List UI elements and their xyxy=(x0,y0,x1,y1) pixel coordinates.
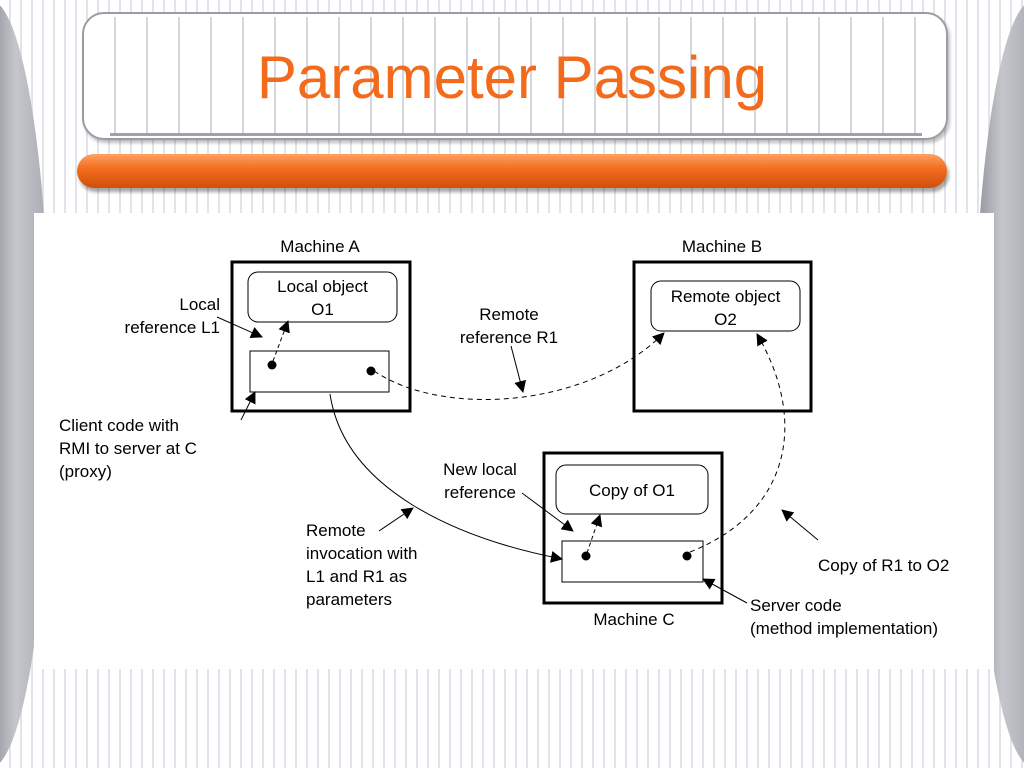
server-code-label: Server code (method implementation) xyxy=(750,596,939,638)
local-object-box xyxy=(247,271,398,323)
remote-invocation-label: Remote invocation with L1 and R1 as para… xyxy=(306,521,418,609)
copy-object-box xyxy=(555,464,709,515)
local-reference-l1-link xyxy=(272,320,290,362)
machine-b-label: Machine B xyxy=(681,237,763,256)
server-code-box xyxy=(561,540,704,583)
machine-a-label: Machine A xyxy=(280,237,360,256)
copy-r1-to-o2-label: Copy of R1 to O2 xyxy=(818,556,950,575)
server-code-pointer xyxy=(702,578,748,604)
reference-dot xyxy=(267,360,277,370)
new-local-reference-pointer xyxy=(521,492,574,532)
remote-object-label: Remote object O2 xyxy=(670,287,781,329)
copy-r1-pointer xyxy=(781,509,819,541)
remote-object-box xyxy=(650,280,801,332)
client-code-label: Client code with RMI to server at C (pro… xyxy=(59,416,197,481)
machine-b-box xyxy=(632,260,813,413)
machine-a-box xyxy=(230,260,412,413)
reference-dot xyxy=(366,366,376,376)
diagram-panel: Machine A Machine B Machine C Local obje… xyxy=(34,213,994,669)
reference-dot xyxy=(682,551,692,561)
title-underline xyxy=(110,133,922,136)
remote-invocation-path xyxy=(329,393,563,563)
accent-bar xyxy=(77,154,947,188)
remote-reference-r1-link xyxy=(373,332,665,400)
local-reference-pointer xyxy=(216,316,263,339)
remote-reference-label: Remote reference R1 xyxy=(459,305,559,347)
reference-dot xyxy=(581,551,591,561)
client-code-pointer xyxy=(240,391,256,421)
remote-reference-pointer xyxy=(510,345,527,393)
title-frame xyxy=(82,12,948,140)
slide-title: Parameter Passing xyxy=(256,44,768,111)
diagram-graphic xyxy=(216,260,819,605)
machine-c-label: Machine C xyxy=(593,610,675,629)
machine-c-box xyxy=(542,451,724,605)
new-local-reference-label: New local reference xyxy=(443,460,517,502)
copy-object-label: Copy of O1 xyxy=(589,481,675,500)
remote-invocation-pointer xyxy=(378,507,414,532)
client-code-box xyxy=(249,350,390,393)
local-reference-label: Local reference L1 xyxy=(124,295,220,337)
copy-r1-to-o2-link xyxy=(689,333,786,553)
local-object-label: Local object O1 xyxy=(277,277,368,319)
